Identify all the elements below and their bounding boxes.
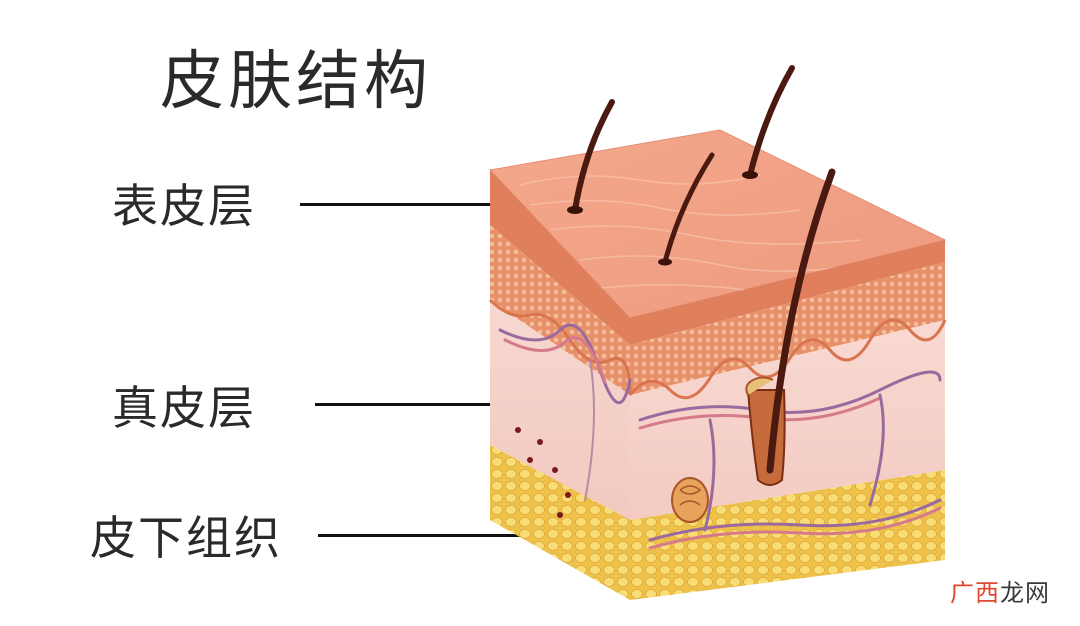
front-epidermis-band — [630, 240, 945, 345]
watermark-part1: 广西 — [950, 579, 1000, 607]
left-epidermis-band — [490, 170, 630, 345]
hairs — [572, 65, 836, 474]
left-dermis — [490, 300, 630, 520]
diagram-title: 皮肤结构 — [160, 45, 432, 119]
leader-line-epidermis — [300, 203, 522, 206]
left-fat — [490, 445, 630, 600]
label-epidermis: 表皮层 — [112, 179, 256, 233]
watermark-part2: 龙网 — [1000, 579, 1050, 607]
sweat-gland — [671, 477, 709, 523]
label-dermis: 真皮层 — [112, 381, 256, 435]
leader-line-hypodermis — [318, 534, 583, 537]
leader-line-dermis — [315, 403, 551, 406]
watermark: 广西龙网 — [950, 573, 1050, 608]
front-fat — [630, 470, 945, 600]
left-edge-dots — [515, 427, 571, 518]
papillae-boundary — [628, 318, 947, 400]
label-hypodermis: 皮下组织 — [90, 511, 282, 565]
